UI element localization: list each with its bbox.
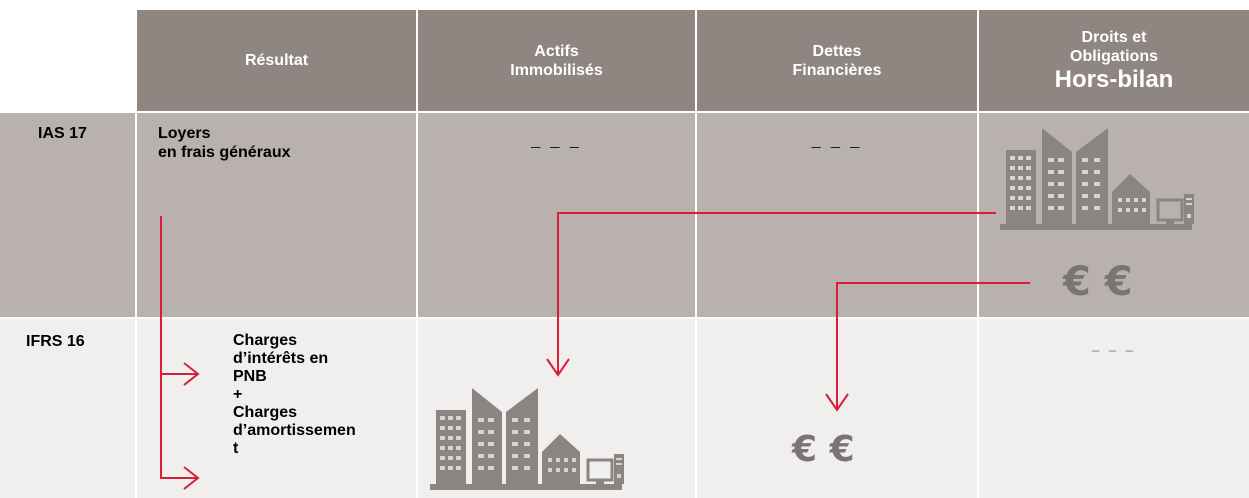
charges-amort-line3: t [233,440,239,457]
ifrs16-euro-icon: € € [792,429,855,470]
ias17-dettes-dash: _ _ _ [811,132,863,149]
charges-interets-line1: Charges [233,332,298,349]
ifrs16-horsbilan-cell: _ _ _ [979,319,1249,498]
header-droits: Droits et Obligations Hors-bilan [979,10,1249,111]
ifrs16-label-cell: IFRS 16 [0,319,135,498]
result-arrow [160,216,198,479]
header-droits-line1: Droits et [1081,28,1147,46]
charges-interets-line3: PNB [233,368,267,385]
charges-amort-line2: d’amortissemen [233,422,356,439]
ias17-actifs-dash: _ _ _ [531,132,582,149]
header-droits-line3: Hors-bilan [1054,65,1174,93]
header-actifs-line2: Immobilisés [510,61,603,79]
plus-sign: + [233,386,243,403]
ias17-resultat-line1: Loyers [158,125,211,142]
ias17-label-cell: IAS 17 [0,113,135,317]
ifrs16-horsbilan-dash: _ _ _ [1092,337,1136,352]
debts-arrow [836,282,1030,410]
assets-arrow [557,212,996,375]
charges-interets-line2: d’intérêts en [233,350,329,367]
header-droits-line2: Obligations [1070,47,1158,65]
header-dettes: Dettes Financières [697,10,977,111]
ias17-resultat-cell: Loyers en frais généraux [137,113,416,317]
ifrs16-resultat-cell: Charges d’intérêts en PNB + Charges d’am… [137,319,416,498]
header-dettes-line1: Dettes [812,42,862,60]
ias17-resultat-line2: en frais généraux [158,144,291,161]
arrow-head [183,362,200,386]
header-resultat-label: Résultat [244,52,309,69]
header-dettes-line2: Financières [792,61,882,79]
header-actifs-line1: Actifs [534,42,579,60]
flow-arrows [160,212,1030,490]
ias17-label: IAS 17 [38,125,87,142]
header-actifs: Actifs Immobilisés [418,10,695,111]
arrow-head [183,466,200,490]
arrow-head [546,358,570,377]
ias17-actifs-cell: _ _ _ [418,113,695,317]
buildings-icon [998,126,1196,232]
ias17-euro-icon: € € [1063,259,1133,305]
arrow-head [825,393,849,412]
header-resultat: Résultat [137,10,416,111]
ifrs16-label: IFRS 16 [26,333,85,350]
buildings-icon [428,386,626,492]
charges-amort-line1: Charges [233,404,298,421]
